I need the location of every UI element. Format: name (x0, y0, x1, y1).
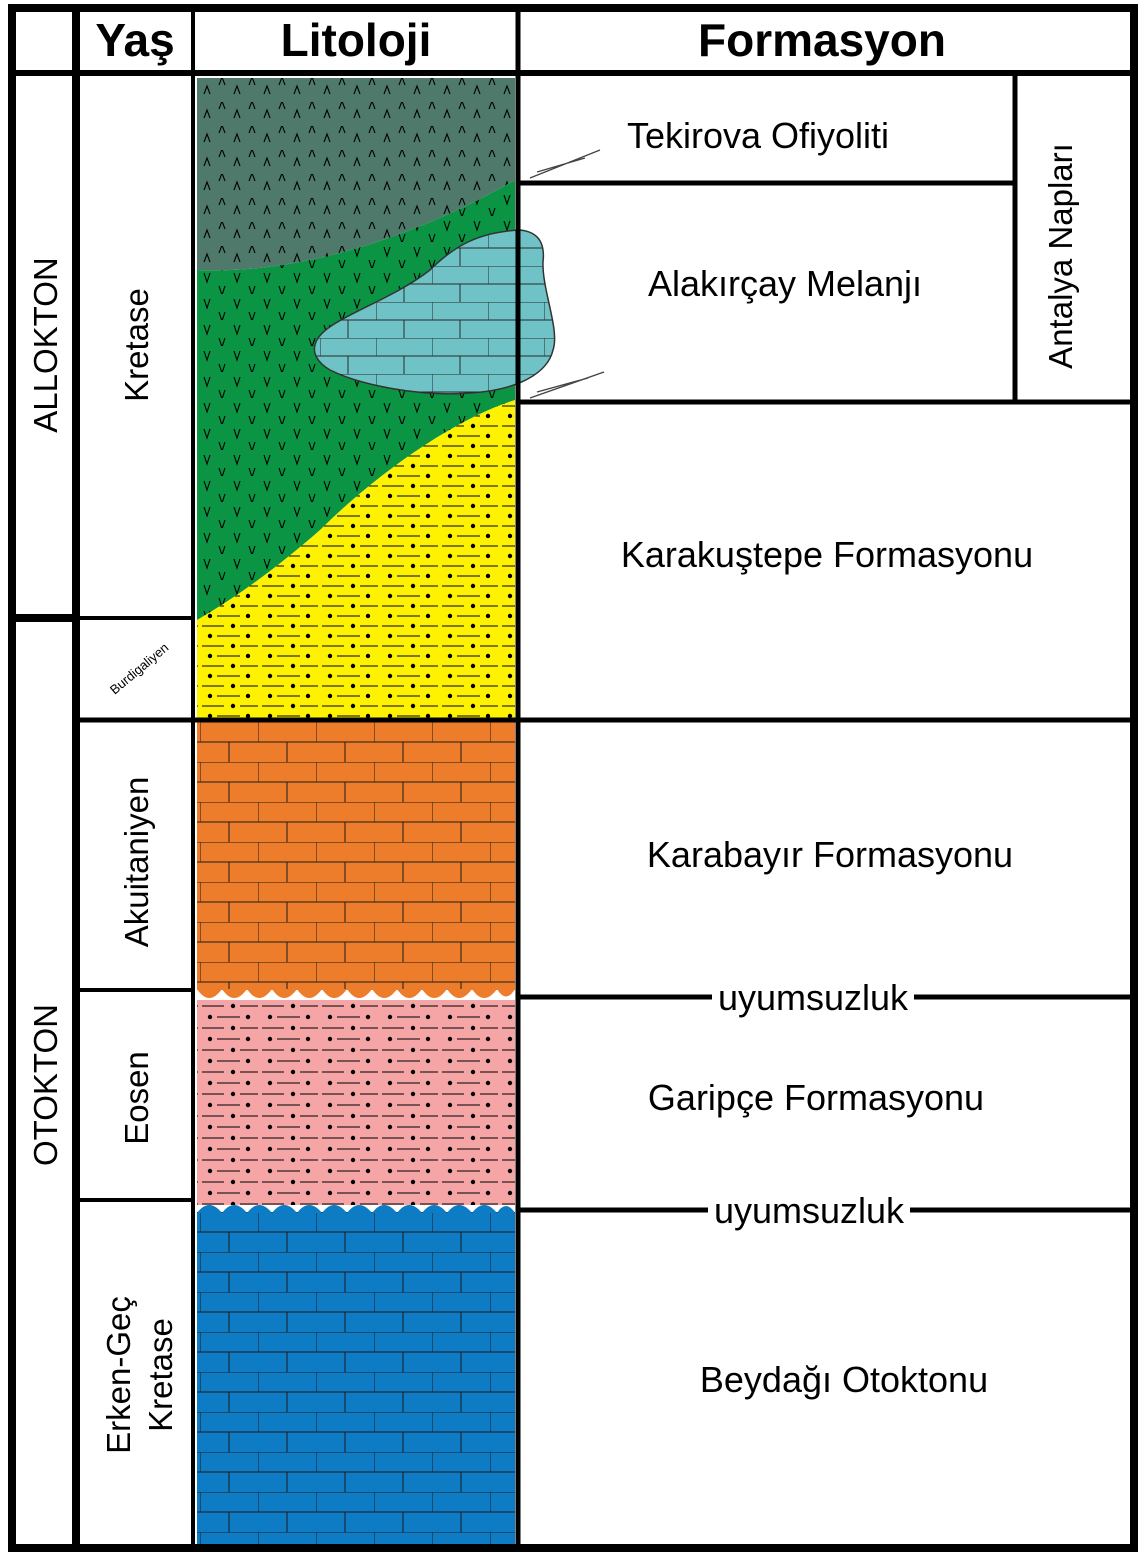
age-eocene: Eosen (118, 1051, 155, 1145)
nappe-group-label: Antalya Napları (1042, 143, 1079, 369)
garipce-layer (197, 1000, 515, 1205)
formation-alakircay: Alakırçay Melanjı (648, 263, 922, 304)
unconformity-wavy-lower (197, 1205, 515, 1213)
unconformity-wavy-upper (197, 989, 515, 998)
unit-autochthon: OTOKTON (27, 1004, 64, 1166)
header-formation: Formasyon (698, 14, 946, 66)
age-burdigalian: Burdigaliyen (107, 640, 171, 697)
formation-beydagi: Beydağı Otoktonu (700, 1359, 988, 1400)
unconformity-label-lower: uyumsuzluk (714, 1190, 905, 1231)
lithology-column (197, 78, 555, 1545)
table-frame (12, 8, 1134, 1548)
unconformity-label-upper: uyumsuzluk (718, 977, 909, 1018)
age-early-late-cretaceous-line1: Erken-Geç (100, 1296, 137, 1454)
header-lithology: Litoloji (281, 14, 432, 66)
unit-allochthon: ALLOKTON (27, 257, 64, 432)
age-aquitanian: Akuitaniyen (118, 777, 155, 948)
age-early-late-cretaceous-line2: Kretase (142, 1318, 179, 1432)
formation-tekirova: Tekirova Ofiyoliti (627, 115, 889, 156)
header-age: Yaş (95, 14, 174, 66)
formation-karakustepe: Karakuştepe Formasyonu (621, 534, 1033, 575)
formation-garipce: Garipçe Formasyonu (648, 1077, 984, 1118)
karabayir-limestone-layer (197, 722, 515, 990)
beydagi-limestone-layer (197, 1212, 515, 1545)
age-cretaceous: Kretase (118, 288, 155, 402)
formation-karabayir: Karabayır Formasyonu (647, 834, 1013, 875)
